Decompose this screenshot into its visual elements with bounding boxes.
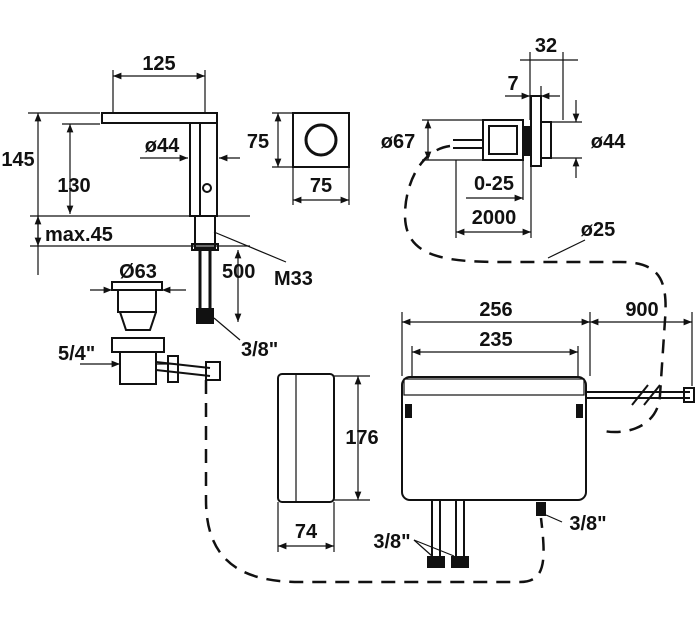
- dim-wall-offset-inner: 7: [507, 73, 518, 95]
- dim-power-cable: 900: [625, 299, 658, 321]
- control-box-front: 256 235 900 3/8" 3/8": [373, 299, 695, 568]
- control-box-side: 176 74: [277, 373, 379, 552]
- mixer-spout: [101, 112, 218, 124]
- dim-thread: M33: [274, 268, 313, 290]
- dim-box-height: 176: [345, 427, 378, 449]
- dim-box-side-connection: 3/8": [569, 513, 606, 535]
- dim-box-connections: 3/8": [373, 531, 410, 553]
- dim-spout-width: 125: [142, 53, 175, 75]
- connecting-hoses: [204, 144, 667, 584]
- dim-total-height: 145: [1, 149, 34, 171]
- dim-plate-height: 75: [247, 131, 269, 153]
- control-box-side-shape: [277, 373, 335, 503]
- dim-hose-length: 500: [222, 261, 255, 283]
- sensor-window: [202, 183, 212, 193]
- dim-box-depth: 74: [295, 521, 318, 543]
- square-plate: [292, 112, 350, 168]
- control-box: [401, 376, 587, 501]
- dim-spout-height: 130: [57, 175, 90, 197]
- dim-wall-diameter-right: ø44: [591, 131, 626, 153]
- waste-valve: Ø63 5/4": [58, 261, 221, 385]
- dim-box-width-inner: 235: [479, 329, 512, 351]
- dim-plate-width: 75: [310, 175, 332, 197]
- dim-wall-adjust: 0-25: [474, 173, 514, 195]
- wall-sensor-side-view: 32 7 ø67 ø44 0-25 2000: [381, 35, 626, 238]
- dim-waste-thread: 5/4": [58, 343, 95, 365]
- dim-waste-diameter: Ø63: [119, 261, 157, 283]
- sensor-circle: [304, 123, 338, 157]
- basin-mixer-side-view: 125 145 130 ø44 max.45 M33 500 3/8": [1, 53, 313, 361]
- dim-hose-connection: 3/8": [241, 339, 278, 361]
- dim-box-width-outer: 256: [479, 299, 512, 321]
- square-plate-view: 75 75: [247, 112, 350, 205]
- dim-cable-length: 2000: [472, 207, 517, 229]
- dim-deck-thickness: max.45: [45, 224, 113, 246]
- dim-wall-offset-outer: 32: [535, 35, 557, 57]
- dim-hose-diameter: ø25: [581, 219, 615, 241]
- mixer-body: [189, 113, 218, 217]
- dim-wall-diameter-left: ø67: [381, 131, 415, 153]
- dim-spout-diameter: ø44: [145, 135, 180, 157]
